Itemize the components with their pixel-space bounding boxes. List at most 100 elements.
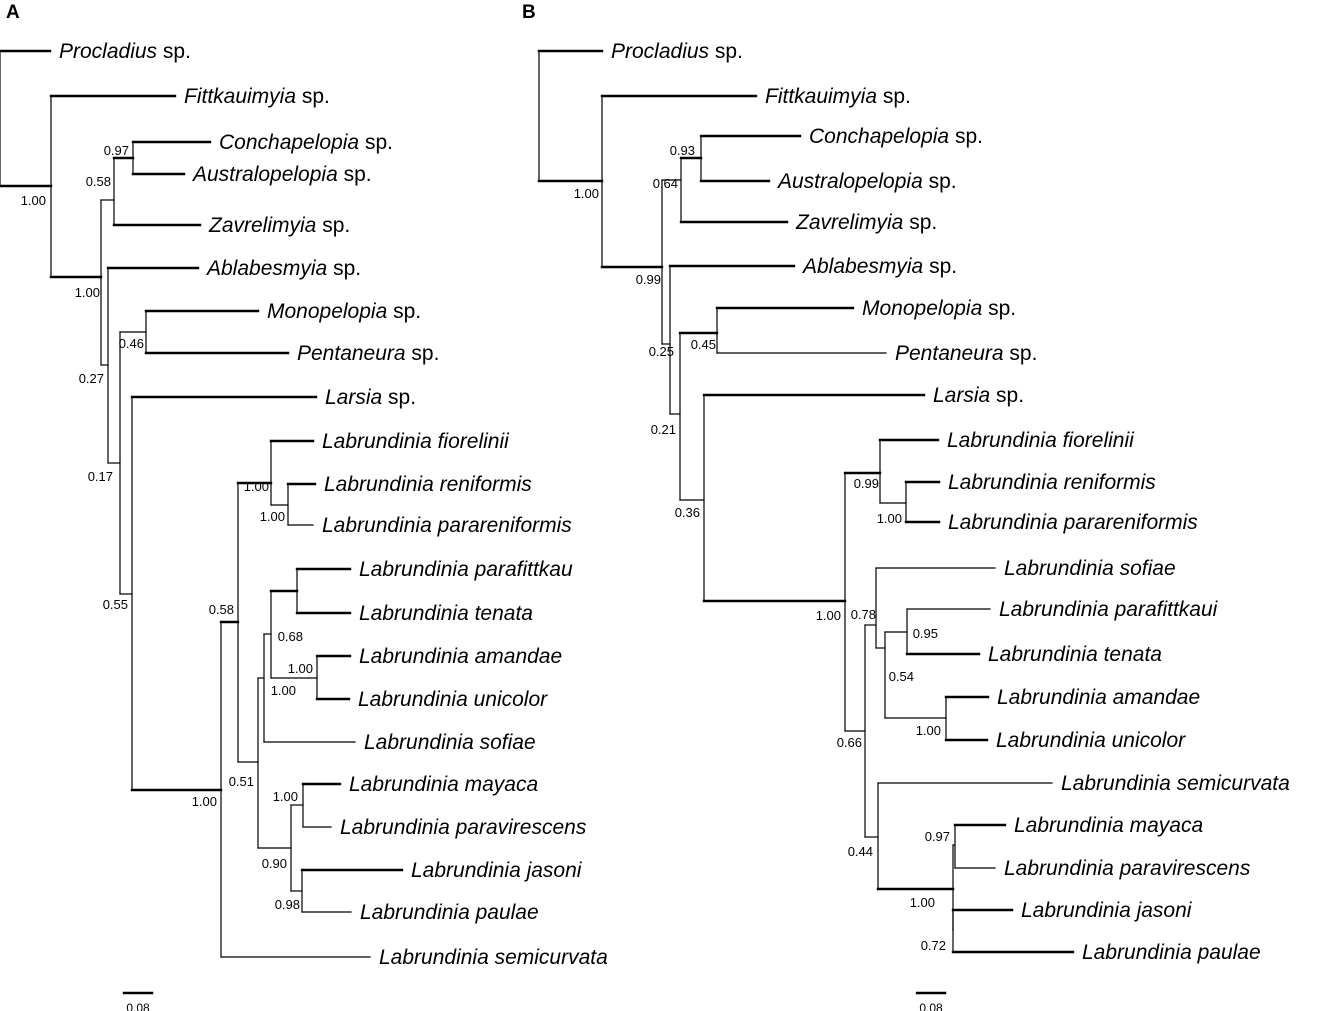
taxon-name: Labrundinia fiorelinii [947, 429, 1135, 452]
support-value: 1.00 [288, 661, 313, 676]
taxon-label: Labrundinia amandae [359, 645, 562, 668]
taxon-name: Labrundinia parafittkaui [999, 598, 1219, 621]
taxon-name: Labrundinia parafittkau [359, 558, 573, 581]
taxon-label: Labrundinia fiorelinii [322, 430, 510, 453]
support-value: 0.99 [636, 272, 661, 287]
support-value: 0.66 [837, 735, 862, 750]
taxon-label: Conchapelopia sp. [219, 131, 393, 154]
taxon-name: Labrundinia reniformis [324, 473, 532, 496]
support-value: 0.21 [651, 422, 676, 437]
support-value: 0.58 [209, 602, 234, 617]
support-value: 0.99 [854, 476, 879, 491]
taxon-name: Conchapelopia [219, 131, 359, 154]
panel-label: A [6, 2, 20, 23]
support-value: 0.98 [275, 897, 300, 912]
taxon-label: Larsia sp. [325, 386, 416, 409]
taxon-name: Labrundinia paravirescens [340, 816, 587, 839]
taxon-label: Zavrelimyia sp. [208, 214, 350, 237]
taxon-name: Fittkauimyia [765, 85, 877, 108]
taxon-name: Labrundinia amandae [359, 645, 562, 668]
taxon-label: Labrundinia tenata [988, 643, 1162, 666]
scale-bar-label: 0.08 [919, 1001, 943, 1011]
taxon-label: Labrundinia paravirescens [340, 816, 587, 839]
taxon-name: Labrundinia fiorelinii [322, 430, 510, 453]
support-value: 0.58 [86, 174, 111, 189]
support-value: 0.45 [691, 337, 716, 352]
taxon-name: Pentaneura [895, 342, 1004, 365]
taxon-suffix: sp. [923, 255, 957, 278]
support-value: 0.64 [653, 176, 678, 191]
taxon-name: Labrundinia semicurvata [1061, 772, 1290, 795]
taxon-suffix: sp. [382, 386, 416, 409]
taxon-label: Labrundinia mayaca [349, 773, 538, 796]
taxon-label: Labrundinia reniformis [948, 471, 1156, 494]
taxon-label: Labrundinia unicolor [996, 729, 1186, 752]
taxon-label: Labrundinia reniformis [324, 473, 532, 496]
taxon-name: Labrundinia mayaca [349, 773, 538, 796]
taxon-suffix: sp. [877, 85, 911, 108]
taxon-suffix: sp. [903, 211, 937, 234]
taxon-suffix: sp. [990, 384, 1024, 407]
panel-label: B [522, 2, 536, 23]
support-value: 1.00 [273, 789, 298, 804]
taxon-label: Monopelopia sp. [267, 300, 421, 323]
taxon-name: Ablabesmyia [205, 257, 327, 280]
taxon-label: Ablabesmyia sp. [801, 255, 957, 278]
taxon-name: Labrundinia jasoni [1021, 899, 1193, 922]
taxon-name: Fittkauimyia [184, 85, 296, 108]
support-value: 1.00 [244, 479, 269, 494]
taxon-label: Labrundinia semicurvata [379, 946, 608, 969]
taxon-suffix: sp. [387, 300, 421, 323]
support-value: 0.46 [119, 336, 144, 351]
taxon-label: Conchapelopia sp. [809, 125, 983, 148]
taxon-suffix: sp. [949, 125, 983, 148]
taxon-label: Labrundinia sofiae [364, 731, 536, 754]
taxon-label: Labrundinia parareniformis [948, 511, 1198, 534]
taxon-label: Labrundinia parafittkau [359, 558, 573, 581]
taxon-name: Labrundinia sofiae [1004, 557, 1176, 580]
support-value: 0.72 [921, 938, 946, 953]
taxon-name: Monopelopia [267, 300, 387, 323]
taxon-name: Labrundinia paulae [1082, 941, 1261, 964]
taxon-label: Zavrelimyia sp. [795, 211, 937, 234]
taxon-label: Labrundinia paulae [360, 901, 539, 924]
support-value: 0.93 [670, 143, 695, 158]
support-value: 1.00 [192, 794, 217, 809]
support-value: 0.51 [229, 774, 254, 789]
taxon-label: Labrundinia tenata [359, 602, 533, 625]
taxon-label: Fittkauimyia sp. [184, 85, 330, 108]
taxon-label: Larsia sp. [933, 384, 1024, 407]
support-value: 0.25 [649, 344, 674, 359]
taxon-name: Labrundinia sofiae [364, 731, 536, 754]
support-value: 1.00 [816, 608, 841, 623]
taxon-label: Labrundinia amandae [997, 686, 1200, 709]
taxon-suffix: sp. [296, 85, 330, 108]
support-value: 0.17 [88, 469, 113, 484]
taxon-name: Labrundinia mayaca [1014, 814, 1203, 837]
taxon-name: Labrundinia paulae [360, 901, 539, 924]
taxon-name: Ablabesmyia [801, 255, 923, 278]
taxon-name: Australopelopia [191, 163, 338, 186]
support-value: 0.95 [913, 626, 938, 641]
taxon-name: Zavrelimyia [208, 214, 316, 237]
taxon-label: Labrundinia jasoni [1021, 899, 1193, 922]
taxon-name: Larsia [325, 386, 382, 409]
support-value: 0.44 [848, 844, 873, 859]
support-value: 1.00 [21, 193, 46, 208]
taxon-name: Labrundinia paravirescens [1004, 857, 1251, 880]
support-value: 1.00 [75, 285, 100, 300]
taxon-name: Labrundinia jasoni [411, 859, 583, 882]
support-value: 0.54 [889, 669, 914, 684]
taxon-suffix: sp. [338, 163, 372, 186]
support-value: 0.68 [278, 629, 303, 644]
taxon-label: Labrundinia unicolor [358, 688, 548, 711]
taxon-label: Australopelopia sp. [776, 170, 957, 193]
taxon-name: Labrundinia tenata [359, 602, 533, 625]
taxon-suffix: sp. [157, 40, 191, 63]
taxon-name: Larsia [933, 384, 990, 407]
taxon-label: Pentaneura sp. [895, 342, 1037, 365]
